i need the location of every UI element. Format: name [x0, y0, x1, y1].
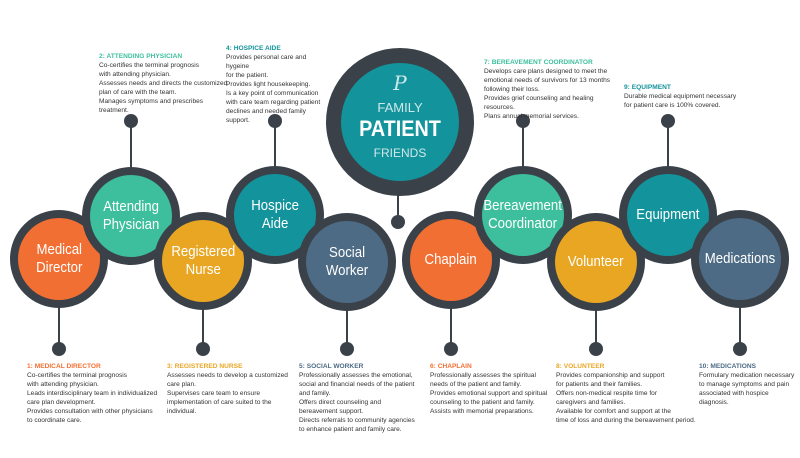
- equipment-title: 9: EQUIPMENT: [624, 84, 671, 91]
- medical-director-title: 1: MEDICAL DIRECTOR: [27, 363, 101, 370]
- hospice-aide-body: Provides personal care and hygeine for t…: [226, 54, 321, 124]
- chaplain-connector: [450, 305, 452, 349]
- medications-connector: [739, 304, 741, 349]
- hospice-aide-description: 4: HOSPICE AIDE Provides personal care an…: [226, 44, 326, 125]
- bereavement-coordinator-pin-dot: [516, 114, 530, 128]
- registered-nurse-connector: [202, 306, 204, 349]
- center-stem: [397, 190, 399, 220]
- attending-physician-connector: [130, 121, 132, 167]
- center-pin-dot: [391, 215, 405, 229]
- chaplain-description: 6: CHAPLAIN Professionally assesses the s…: [430, 362, 555, 416]
- medications-pin-dot: [733, 342, 747, 356]
- registered-nurse-description: 3: REGISTERED NURSE Assesses needs to dev…: [167, 362, 297, 416]
- registered-nurse-pin-dot: [196, 342, 210, 356]
- medical-director-description: 1: MEDICAL DIRECTOR Co-certifies the term…: [27, 362, 177, 425]
- medical-director-pin-dot: [52, 342, 66, 356]
- social-worker-label: Social Worker: [325, 244, 369, 279]
- social-worker-title: 5: SOCIAL WORKER: [299, 363, 364, 370]
- chaplain-body: Professionally assesses the spiritual ne…: [430, 372, 548, 415]
- medical-director-connector: [58, 304, 60, 349]
- medical-director-label: Medical Director: [35, 241, 83, 276]
- medical-director-body: Co-certifies the terminal prognosis with…: [27, 372, 158, 424]
- medical-director-circle: Medical Director: [10, 210, 108, 308]
- medications-title: 10: MEDICATIONS: [699, 363, 757, 370]
- attending-physician-pin-dot: [124, 114, 138, 128]
- social-worker-description: 5: SOCIAL WORKER Professionally assesses …: [299, 362, 429, 434]
- volunteer-label: Volunteer: [568, 253, 624, 270]
- bereavement-coordinator-description: 7: BEREAVEMENT COORDINATOR Develops care …: [484, 58, 624, 121]
- center-friends: FRIENDS: [373, 146, 427, 160]
- hospice-aide-label: Hospice Aide: [251, 197, 299, 232]
- bereavement-coordinator-label: Bereavement Coordinator: [483, 197, 563, 232]
- volunteer-pin-dot: [589, 342, 603, 356]
- attending-physician-description: 2: ATTENDING PHYSICIAN Co-certifies the t…: [99, 52, 249, 115]
- hospice-aide-circle: Hospice Aide: [226, 166, 324, 264]
- social-worker-body: Professionally assesses the emotional, s…: [299, 372, 415, 433]
- medications-circle: Medications: [691, 210, 789, 308]
- bereavement-coordinator-title: 7: BEREAVEMENT COORDINATOR: [484, 59, 593, 66]
- attending-physician-body: Co-certifies the terminal prognosis with…: [99, 62, 228, 114]
- registered-nurse-label: Registered Nurse: [171, 243, 235, 278]
- attending-physician-title: 2: ATTENDING PHYSICIAN: [99, 53, 183, 60]
- hospice-aide-title: 4: HOSPICE AIDE: [226, 45, 281, 52]
- bereavement-coordinator-connector: [522, 121, 524, 166]
- bereavement-coordinator-body: Develops care plans designed to meet the…: [484, 68, 611, 120]
- center-patient: PATIENT: [359, 116, 441, 141]
- social-worker-pin-dot: [340, 342, 354, 356]
- social-worker-connector: [346, 307, 348, 349]
- hospice-aide-pin-dot: [268, 114, 282, 128]
- social-worker-circle: Social Worker: [298, 213, 396, 311]
- chaplain-label: Chaplain: [424, 251, 478, 268]
- center-circle: P FAMILY PATIENT FRIENDS: [326, 48, 474, 196]
- chaplain-pin-dot: [444, 342, 458, 356]
- medications-label: Medications: [704, 250, 776, 267]
- attending-physician-label: Attending Physician: [102, 198, 160, 233]
- volunteer-connector: [595, 307, 597, 349]
- logo-p: P: [393, 71, 407, 95]
- registered-nurse-body: Assesses needs to develop a customized c…: [167, 372, 288, 415]
- equipment-description: 9: EQUIPMENT Durable medical equipment ne…: [624, 83, 754, 110]
- equipment-body: Durable medical equipment necessary for …: [624, 93, 737, 109]
- volunteer-title: 8: VOLUNTEER: [556, 363, 605, 370]
- medications-circle-fill: Medications: [699, 218, 781, 300]
- center-family: FAMILY: [377, 100, 423, 115]
- medications-description: 10: MEDICATIONS Formulary medication nece…: [699, 362, 799, 407]
- equipment-pin-dot: [661, 114, 675, 128]
- volunteer-description: 8: VOLUNTEER Provides companionship and s…: [556, 362, 696, 425]
- equipment-label: Equipment: [636, 206, 700, 223]
- equipment-connector: [667, 121, 669, 166]
- medications-body: Formulary medication necessary to manage…: [699, 372, 795, 406]
- chaplain-title: 6: CHAPLAIN: [430, 363, 472, 370]
- bereavement-coordinator-circle: Bereavement Coordinator: [474, 166, 572, 264]
- volunteer-body: Provides companionship and support for p…: [556, 372, 696, 424]
- registered-nurse-title: 3: REGISTERED NURSE: [167, 363, 243, 370]
- social-worker-circle-fill: Social Worker: [306, 221, 388, 303]
- hospice-aide-connector: [274, 121, 276, 166]
